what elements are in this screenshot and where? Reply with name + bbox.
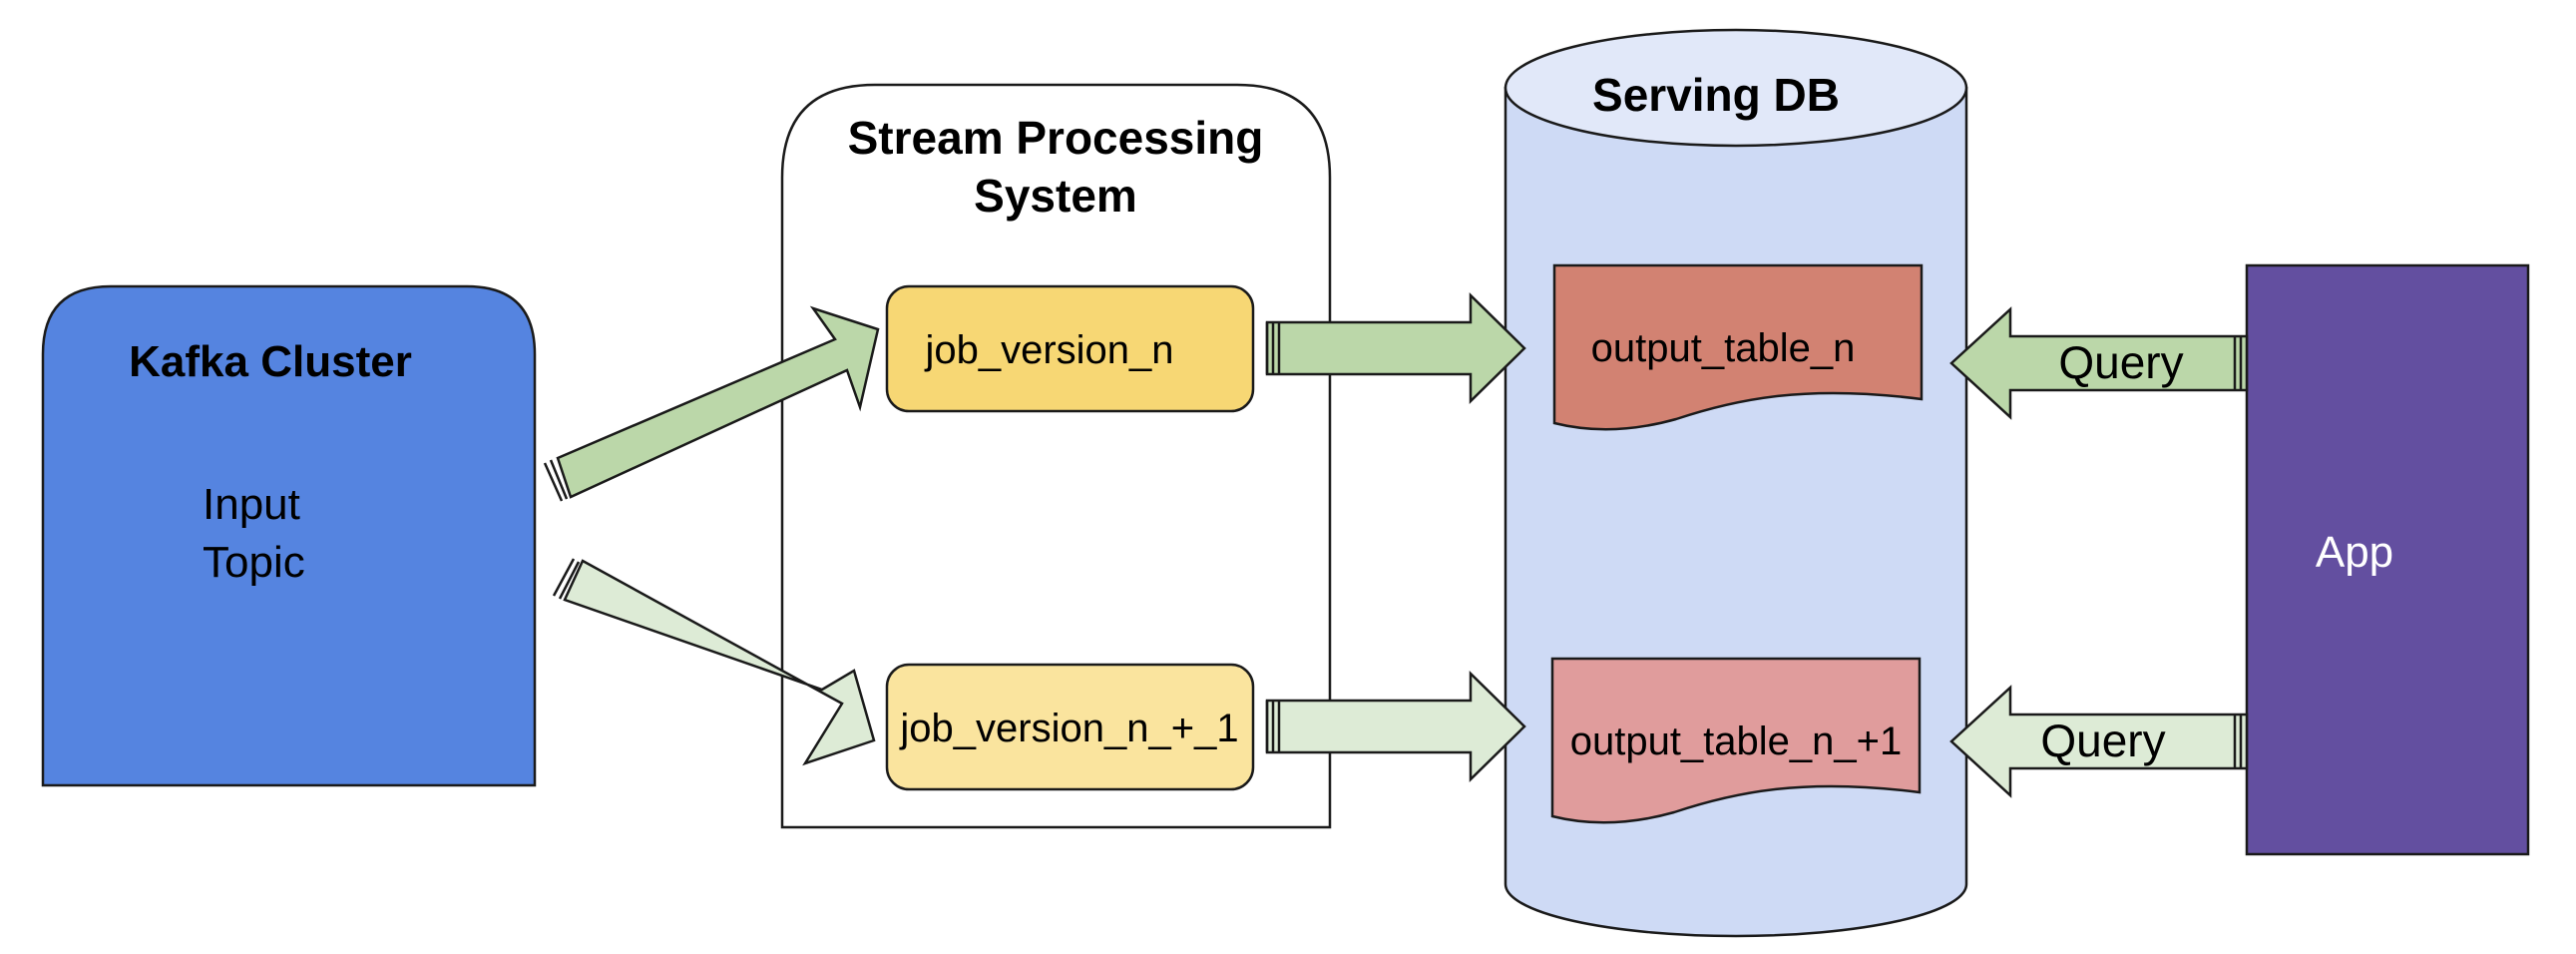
stream-processing-system-node: Stream Processing System job_version_n j… (780, 83, 1332, 829)
arrow-query-app-to-table-n-body (1949, 306, 2249, 420)
serving-db-title: Serving DB (1592, 69, 1840, 121)
serving-db-cylinder-top (1503, 28, 1968, 148)
output-table-n-plus-1-label: output_table_n_+1 (1570, 719, 1903, 763)
kafka-cluster-shape (41, 284, 537, 787)
output-table-n-plus-1-shape (1550, 657, 1922, 824)
arrow-job-n-plus-1-to-table-n-plus-1 (1265, 671, 1526, 782)
serving-db-node: Serving DB output_table_n output_table_n… (1503, 28, 1968, 938)
query-label-bottom: Query (2040, 715, 2165, 766)
input-topic-label-line1: Input (203, 480, 300, 529)
kafka-cluster-title: Kafka Cluster (129, 337, 412, 386)
arrow-kafka-to-job-n (543, 305, 880, 502)
stream-processing-title-line2: System (974, 170, 1137, 222)
output-table-n-label: output_table_n (1591, 326, 1856, 370)
arrow-kafka-to-job-n-tail-stripe (549, 459, 569, 500)
arrow-job-n-plus-1-to-table-n-plus-1-body (1265, 671, 1526, 782)
arrow-kafka-to-job-n-plus-1-tail-stripe (558, 561, 581, 600)
arrow-kafka-to-job-n-tail-stripe (543, 462, 564, 502)
arrow-kafka-to-job-n-plus-1-body (563, 559, 876, 766)
job-version-n-box (885, 284, 1255, 413)
output-table-n-shape (1552, 263, 1924, 431)
job-version-n-label: job_version_n (924, 328, 1173, 372)
input-topic-label-line2: Topic (203, 538, 305, 587)
arrow-job-n-to-table-n-body (1265, 292, 1526, 404)
app-box (2245, 263, 2530, 856)
kafka-cluster-node: Kafka Cluster Input Topic (41, 284, 537, 787)
arrow-query-app-to-table-n-plus-1-body (1949, 685, 2249, 798)
stream-processing-title-line1: Stream Processing (848, 112, 1264, 164)
arrow-job-n-to-table-n (1265, 292, 1526, 404)
query-label-top: Query (2058, 336, 2183, 388)
arrow-kafka-to-job-n-plus-1 (552, 558, 876, 766)
job-version-n-plus-1-label: job_version_n_+_1 (899, 707, 1238, 750)
arrow-query-app-to-table-n: Query (1949, 306, 2249, 420)
app-node: App (2245, 263, 2530, 856)
stream-processing-container (780, 83, 1332, 829)
arrow-kafka-to-job-n-plus-1-tail-stripe (552, 558, 576, 597)
job-version-n-plus-1-box (885, 663, 1255, 791)
arrow-query-app-to-table-n-plus-1: Query (1949, 685, 2249, 798)
app-label: App (2316, 528, 2393, 577)
arrow-kafka-to-job-n-body (556, 305, 880, 499)
